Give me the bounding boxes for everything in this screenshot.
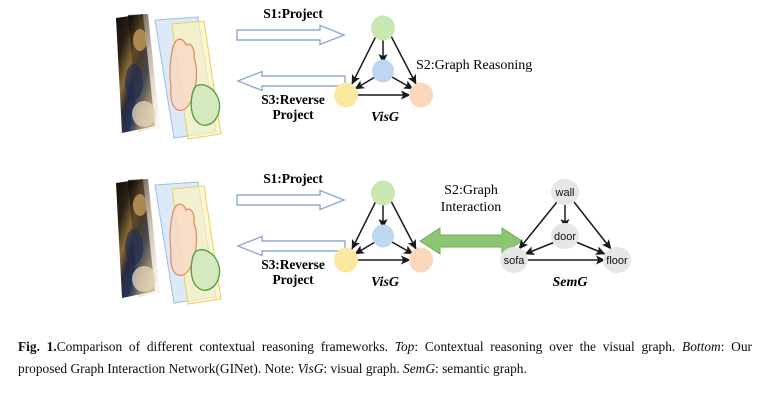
edge-door-sofa — [524, 234, 566, 255]
edge-center-left — [354, 233, 386, 255]
s3-reverse-arrow-bottom — [236, 235, 346, 262]
image-plane-stack-bottom — [98, 173, 248, 313]
caption-part-5: : semantic graph. — [435, 360, 527, 376]
visual-graph-label-bottom: VisG — [370, 275, 399, 290]
visual-node-left — [334, 82, 358, 108]
caption-bottom-emphasis: Bottom — [682, 339, 721, 354]
s1-project-label-top: S1:Project — [263, 6, 323, 21]
caption-figure-number: Fig. 1. — [18, 339, 57, 354]
caption-part-2: : Contextual reasoning over the visual g… — [414, 339, 683, 354]
edge-door-floor — [565, 234, 606, 255]
semantic-node-floor-label: floor — [606, 255, 628, 267]
edge-wall-floor — [564, 192, 612, 250]
semantic-node-wall — [551, 179, 579, 205]
bottom-framework-row: S1:Project S3:Reverse Project — [0, 165, 770, 330]
visual-node-right — [409, 82, 433, 108]
photo-detail-dark — [125, 64, 143, 100]
image-plane-stack-top — [98, 8, 248, 148]
visual-graph-top — [330, 6, 460, 123]
visual-node-center — [372, 224, 394, 248]
semantic-graph-label: SemG — [552, 275, 588, 290]
s1-project-label-bottom: S1:Project — [263, 171, 323, 186]
visual-graph-bottom — [330, 171, 460, 288]
caption-part-3: : Our proposed Graph Interaction Network… — [18, 339, 752, 376]
edge-center-left — [354, 68, 386, 90]
photo-detail-light — [132, 266, 156, 292]
edge-top-left — [351, 25, 385, 85]
semantic-graph: wall door sofa floor — [495, 171, 645, 288]
s1-project-arrow-bottom — [236, 189, 346, 216]
photo-detail-dark — [125, 229, 143, 265]
segmentation-region-green — [190, 84, 221, 126]
caption-part-1: Comparison of different contextual reaso… — [56, 339, 395, 354]
edge-center-right — [381, 68, 414, 90]
semantic-node-door — [551, 223, 579, 249]
edge-wall-sofa — [518, 192, 567, 250]
visual-node-right — [409, 247, 433, 273]
semantic-node-door-label: door — [554, 231, 576, 243]
visual-graph-label-top: VisG — [370, 110, 399, 125]
semantic-node-wall-label: wall — [555, 187, 575, 199]
s1-project-arrow-top — [236, 24, 346, 51]
visual-node-top — [371, 180, 395, 206]
figure-1-illustration: S1:Project S3:Reverse Project — [0, 0, 770, 330]
caption-top-emphasis: Top — [394, 339, 415, 354]
visual-node-left — [334, 247, 358, 273]
top-framework-row: S1:Project S3:Reverse Project — [0, 0, 770, 165]
edge-top-right — [382, 25, 417, 85]
edge-top-right — [382, 190, 417, 250]
segmentation-region-green — [190, 249, 221, 291]
visual-node-center — [372, 59, 394, 83]
figure-caption: Fig. 1.Comparison of different contextua… — [18, 336, 752, 379]
photo-detail-lamp — [133, 29, 147, 51]
caption-part-4: : visual graph. — [323, 360, 404, 376]
s2-graph-reasoning-label: S2:Graph Reasoning — [416, 58, 533, 73]
plane-stack-svg — [116, 14, 222, 140]
edge-center-right — [381, 233, 414, 255]
s2-graph-interaction-label: S2:Graph Interaction — [440, 183, 502, 215]
caption-semg-emphasis: SemG — [403, 360, 435, 376]
semantic-node-floor — [603, 247, 631, 273]
semantic-node-sofa-label: sofa — [504, 255, 526, 267]
edge-top-left — [351, 190, 385, 250]
photo-detail-light — [132, 101, 156, 127]
s3-reverse-label-bottom: S3:Reverse Project — [261, 257, 325, 288]
photo-detail-lamp — [133, 194, 147, 216]
visual-node-top — [371, 15, 395, 41]
s3-reverse-label-top: S3:Reverse Project — [261, 92, 325, 123]
s3-reverse-arrow-top — [236, 70, 346, 97]
semantic-node-sofa — [500, 247, 528, 273]
caption-visg-emphasis: VisG — [297, 360, 324, 376]
